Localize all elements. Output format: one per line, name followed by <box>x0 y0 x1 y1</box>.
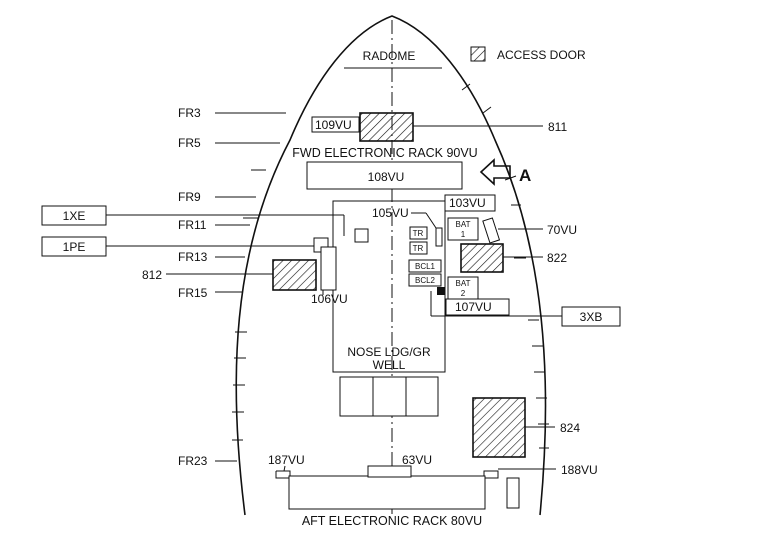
lower-box-2 <box>372 376 407 417</box>
fuselage-outline <box>235 15 547 516</box>
panel-107vu-label: 107VU <box>455 300 492 314</box>
aft-rack-body <box>288 475 486 510</box>
aft-rack-label: AFT ELECTRONIC RACK 80VU <box>302 514 482 528</box>
door-824-label: 824 <box>560 421 580 435</box>
access-door-811 <box>359 112 414 142</box>
ref-3xb-box <box>561 306 621 327</box>
fwd-rack-label: FWD ELECTRONIC RACK 90VU <box>292 146 477 160</box>
nose-gear-well-line1: NOSE LDG/GR <box>347 345 431 359</box>
left-frame-ticks <box>232 169 266 441</box>
panel-105vu-label: 105VU <box>372 206 409 220</box>
panel-63vu-label: 63VU <box>402 453 432 467</box>
tr-2-label: TR <box>413 244 424 253</box>
panel-107vu-box <box>445 298 510 316</box>
panel-70vu-label: 70VU <box>547 223 577 237</box>
connector-3xb-marker <box>437 287 445 295</box>
access-door-824 <box>472 397 526 458</box>
bcl1-box <box>408 259 442 273</box>
panel-70vu-box <box>482 217 501 244</box>
door-811-label: 811 <box>548 120 567 134</box>
panel-103vu-label: 103VU <box>449 196 486 210</box>
panel-187vu-leader <box>283 465 286 472</box>
panel-106vu-box <box>320 246 337 291</box>
ref-1xe-label: 1XE <box>63 209 86 223</box>
bcl1-label: BCL1 <box>415 262 436 271</box>
frame-label-fr23: FR23 <box>178 454 208 468</box>
panel-188vu-box <box>506 477 520 509</box>
battery-2-line1: BAT <box>456 279 471 288</box>
battery-1-line2: 1 <box>461 230 466 239</box>
ref-1pe-label: 1PE <box>63 240 86 254</box>
bcl2-box <box>408 273 442 287</box>
door-812-label: 812 <box>142 268 162 282</box>
tr-2-box <box>409 241 428 255</box>
view-a-label: A <box>519 166 531 185</box>
battery-1-box <box>447 217 479 241</box>
radome-label: RADOME <box>363 49 416 63</box>
equipment-box-small <box>354 228 369 243</box>
nose-gear-well-line2: WELL <box>373 358 406 372</box>
bcl2-label: BCL2 <box>415 276 436 285</box>
ref-3xb-label: 3XB <box>580 310 603 324</box>
lower-box-1 <box>339 376 374 417</box>
view-a-arrow-icon <box>479 158 511 186</box>
tr-1-label: TR <box>413 229 424 238</box>
access-door-822 <box>460 243 504 273</box>
panel-109vu-box <box>311 116 360 133</box>
frame-label-fr5: FR5 <box>178 136 201 150</box>
frame-label-fr3: FR3 <box>178 106 201 120</box>
frame-label-fr15: FR15 <box>178 286 208 300</box>
lower-box-3 <box>405 376 439 417</box>
panel-106vu-label: 106VU <box>311 292 348 306</box>
panel-108vu-box <box>306 161 463 190</box>
panel-105vu-box <box>435 227 443 247</box>
panel-188vu-label: 188VU <box>561 463 598 477</box>
access-door-812 <box>272 259 317 291</box>
frame-label-fr9: FR9 <box>178 190 201 204</box>
access-door-legend-label: ACCESS DOOR <box>497 48 586 62</box>
frame-label-fr13: FR13 <box>178 250 208 264</box>
panel-105vu-leader-down <box>425 212 437 229</box>
aft-rack-center-block <box>367 465 412 478</box>
door-822-label: 822 <box>547 251 567 265</box>
battery-1-line1: BAT <box>456 220 471 229</box>
panel-103vu-box <box>444 194 496 212</box>
frame-label-fr11: FR11 <box>178 218 207 232</box>
panel-109vu-label: 109VU <box>315 118 352 132</box>
aft-rack-outline <box>275 470 499 479</box>
panel-187vu-label: 187VU <box>268 453 305 467</box>
access-door-legend-swatch <box>470 46 486 62</box>
panel-108vu-label: 108VU <box>368 170 405 184</box>
tr-1-box <box>409 226 428 240</box>
battery-2-line2: 2 <box>461 289 466 298</box>
